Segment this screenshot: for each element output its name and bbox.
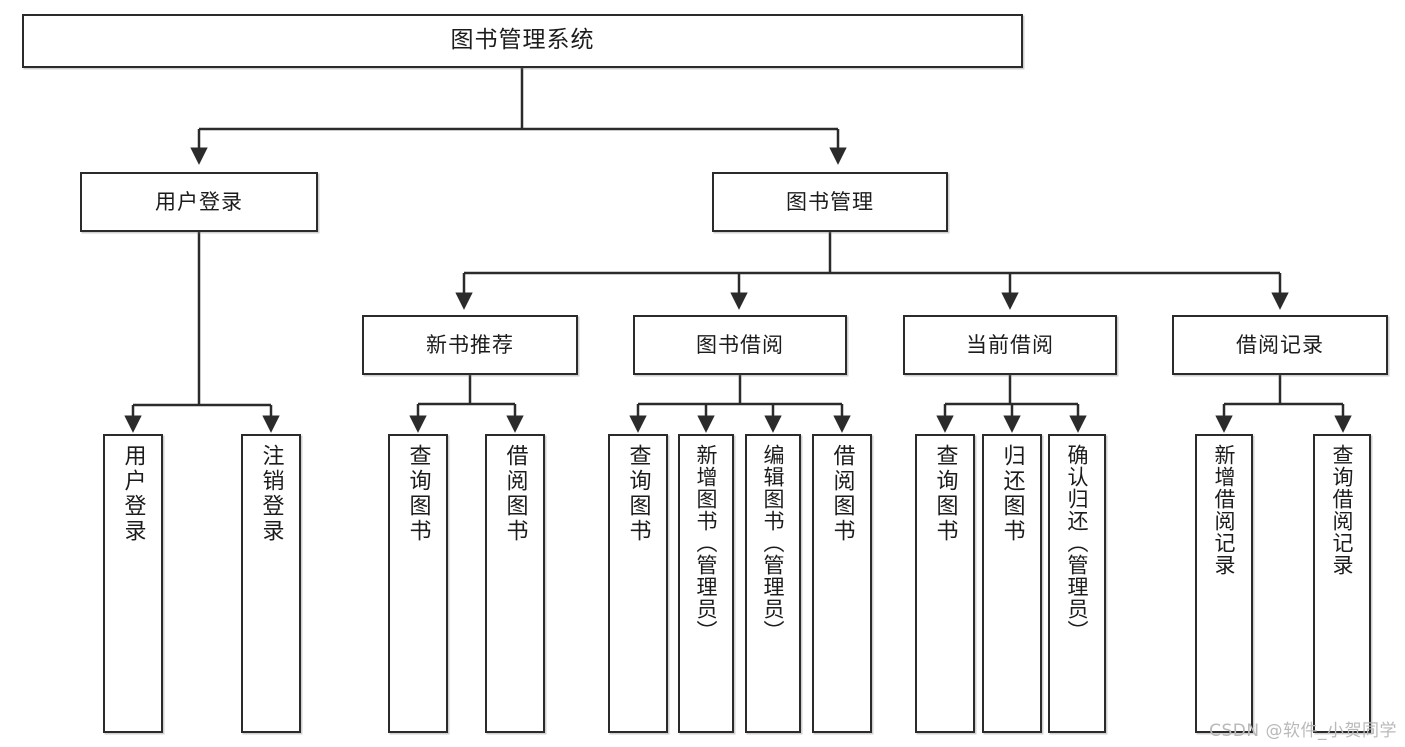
leaf-new-book-query-label: 查询图书 <box>405 444 431 544</box>
leaf-borrow-record-query-label: 查询借阅记录 <box>1330 444 1355 576</box>
node-user-login[interactable]: 用户登录 <box>80 172 318 232</box>
leaf-new-book-query[interactable]: 查询图书 <box>388 434 448 733</box>
watermark: CSDN @软件_小贺同学 <box>1209 721 1397 741</box>
leaf-user-login-login-label: 用户登录 <box>120 444 146 544</box>
leaf-borrow-record-query[interactable]: 查询借阅记录 <box>1313 434 1371 733</box>
leaf-current-borrow-query[interactable]: 查询图书 <box>915 434 975 733</box>
node-new-book-recommend-label: 新书推荐 <box>426 332 514 357</box>
leaf-book-borrow-query[interactable]: 查询图书 <box>608 434 668 733</box>
node-borrow-record[interactable]: 借阅记录 <box>1172 315 1388 375</box>
leaf-new-book-borrow-label: 借阅图书 <box>502 444 528 544</box>
leaf-book-borrow-add[interactable]: 新增图书（管理员） <box>678 434 734 733</box>
node-borrow-record-label: 借阅记录 <box>1236 332 1324 357</box>
leaf-current-borrow-return[interactable]: 归还图书 <box>982 434 1042 733</box>
leaf-borrow-record-add-label: 新增借阅记录 <box>1212 444 1237 576</box>
node-book-borrow[interactable]: 图书借阅 <box>633 315 847 375</box>
leaf-user-login-logout-label: 注销登录 <box>258 444 284 544</box>
node-root[interactable]: 图书管理系统 <box>22 14 1023 68</box>
node-book-management-label: 图书管理 <box>786 189 874 214</box>
node-book-management[interactable]: 图书管理 <box>712 172 948 232</box>
node-root-label: 图书管理系统 <box>450 27 595 54</box>
leaf-book-borrow-edit[interactable]: 编辑图书（管理员） <box>745 434 801 733</box>
node-book-borrow-label: 图书借阅 <box>696 332 784 357</box>
leaf-book-borrow-add-label: 新增图书（管理员） <box>694 444 719 642</box>
leaf-book-borrow-edit-label: 编辑图书（管理员） <box>761 444 786 642</box>
leaf-current-borrow-confirm[interactable]: 确认归还（管理员） <box>1048 434 1106 733</box>
node-current-borrow-label: 当前借阅 <box>966 332 1054 357</box>
leaf-user-login-login[interactable]: 用户登录 <box>103 434 163 733</box>
node-new-book-recommend[interactable]: 新书推荐 <box>362 315 578 375</box>
leaf-book-borrow-borrow[interactable]: 借阅图书 <box>812 434 872 733</box>
leaf-current-borrow-confirm-label: 确认归还（管理员） <box>1065 444 1090 642</box>
leaf-user-login-logout[interactable]: 注销登录 <box>241 434 301 733</box>
leaf-current-borrow-query-label: 查询图书 <box>932 444 958 544</box>
node-current-borrow[interactable]: 当前借阅 <box>903 315 1117 375</box>
leaf-book-borrow-borrow-label: 借阅图书 <box>829 444 855 544</box>
leaf-current-borrow-return-label: 归还图书 <box>999 444 1025 544</box>
node-user-login-label: 用户登录 <box>155 189 243 214</box>
leaf-borrow-record-add[interactable]: 新增借阅记录 <box>1195 434 1253 733</box>
leaf-book-borrow-query-label: 查询图书 <box>625 444 651 544</box>
leaf-new-book-borrow[interactable]: 借阅图书 <box>485 434 545 733</box>
